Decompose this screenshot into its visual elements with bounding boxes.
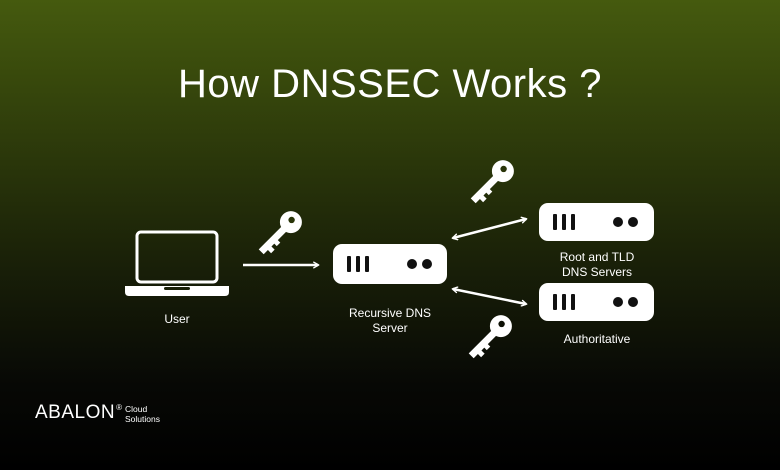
root-tld-label: Root and TLD DNS Servers bbox=[559, 250, 635, 279]
logo-brand: ABALON bbox=[35, 402, 116, 423]
diagram-title: How DNSSEC Works ? bbox=[178, 62, 602, 106]
arrow-recursive-authoritative bbox=[451, 286, 528, 307]
server-icon-recursive bbox=[333, 244, 447, 284]
abalon-logo: ABALON ® Cloud Solutions bbox=[35, 402, 160, 425]
recursive-server-label: Recursive DNS Server bbox=[348, 306, 432, 335]
authoritative-label: Authoritative bbox=[563, 332, 631, 346]
key-icon bbox=[468, 315, 512, 359]
logo-registered-mark: ® bbox=[116, 403, 122, 412]
user-label: User bbox=[164, 312, 190, 326]
key-icon bbox=[470, 160, 514, 204]
laptop-icon bbox=[125, 230, 229, 296]
server-icon-root-tld bbox=[539, 203, 654, 241]
arrow-recursive-root-tld bbox=[451, 216, 528, 241]
logo-subtitle: Cloud Solutions bbox=[125, 404, 160, 424]
key-icon bbox=[258, 211, 302, 255]
server-icon-authoritative bbox=[539, 283, 654, 321]
